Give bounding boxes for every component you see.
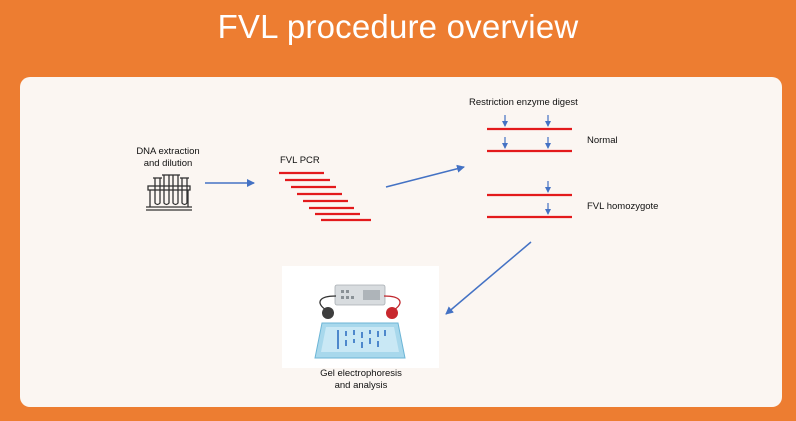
homozygote-strands (487, 193, 572, 219)
pcr-label: FVL PCR (280, 155, 320, 166)
arrow-to-gel (445, 241, 532, 315)
normal-strands (487, 127, 572, 153)
extraction-label-line2: and dilution (143, 158, 193, 169)
gel-label-line1: Gel electrophoresis (320, 368, 402, 379)
normal-label: Normal (587, 135, 618, 146)
test-tube-rack-icon (146, 174, 192, 211)
pcr-strands (279, 171, 371, 222)
extraction-label: DNA extraction and dilution (128, 146, 208, 170)
homozygote-label: FVL homozygote (587, 201, 659, 212)
digest-label: Restriction enzyme digest (469, 97, 578, 108)
normal-cut-arrows (502, 115, 551, 149)
gel-label-line2: and analysis (334, 380, 388, 391)
gel-label: Gel electrophoresis and analysis (300, 368, 422, 392)
extraction-label-line1: DNA extraction (136, 146, 200, 157)
arrow-to-digest (385, 164, 465, 188)
gel-electrophoresis-apparatus-icon (282, 266, 439, 368)
slide-title: FVL procedure overview (217, 8, 579, 45)
